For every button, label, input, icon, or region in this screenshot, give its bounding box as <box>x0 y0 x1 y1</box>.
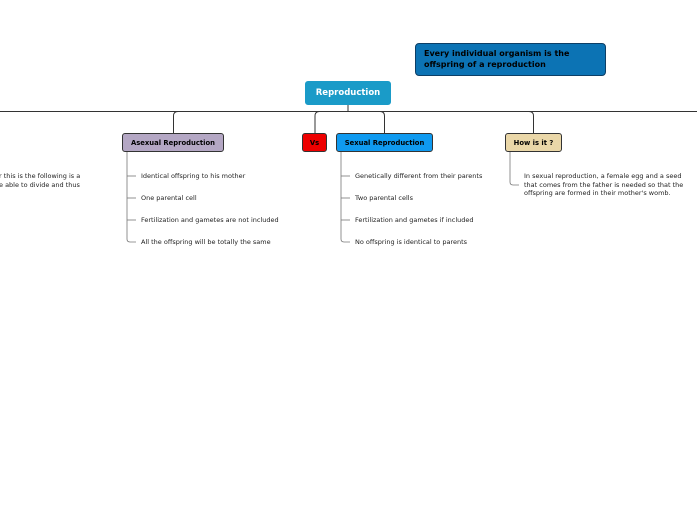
callout-text: Every individual organism is the offspri… <box>424 49 570 69</box>
drop-asexual <box>173 111 179 133</box>
asexual-topic[interactable]: Asexual Reproduction <box>122 133 224 152</box>
drop-sexual <box>379 111 385 133</box>
callout-box[interactable]: Every individual organism is the offspri… <box>415 43 606 76</box>
asexual-item[interactable]: Identical offspring to his mother <box>141 172 246 180</box>
bracket-sexual <box>340 152 350 243</box>
root-topic[interactable]: Reproduction <box>305 81 391 105</box>
vs-topic[interactable]: Vs <box>302 133 327 152</box>
root-label: Reproduction <box>315 88 381 98</box>
cutoff-left-text[interactable]: r this is the following is a e able to d… <box>0 172 80 189</box>
cutoff-line: e able to divide and thus <box>0 180 80 189</box>
how-topic[interactable]: How is it ? <box>505 133 562 152</box>
how-text-line: offspring are formed in their mother's w… <box>524 189 671 197</box>
bracket-how <box>509 152 519 186</box>
drop-how <box>528 111 534 133</box>
cutoff-line: r this is the following is a <box>0 172 81 180</box>
sexual-item[interactable]: Fertilization and gametes if included <box>355 216 474 224</box>
how-text-line: that comes from the father is needed so … <box>524 180 684 189</box>
how-text-line: In sexual reproduction, a female egg and… <box>524 172 682 180</box>
sexual-topic[interactable]: Sexual Reproduction <box>336 133 433 152</box>
bracket-asexual <box>126 152 136 243</box>
sexual-item[interactable]: No offspring is identical to parents <box>355 238 468 246</box>
vs-label: Vs <box>309 138 320 147</box>
asexual-item[interactable]: All the offspring will be totally the sa… <box>141 238 271 246</box>
sexual-item[interactable]: Genetically different from their parents <box>355 172 483 180</box>
asexual-label: Asexual Reproduction <box>131 138 215 147</box>
how-text[interactable]: In sexual reproduction, a female egg and… <box>524 172 683 198</box>
drop-vs <box>314 111 320 133</box>
asexual-item[interactable]: One parental cell <box>141 194 197 202</box>
how-label: How is it ? <box>513 138 554 147</box>
asexual-item[interactable]: Fertilization and gametes are not includ… <box>141 216 279 224</box>
sexual-item[interactable]: Two parental cells <box>355 194 413 202</box>
sexual-label: Sexual Reproduction <box>344 138 425 147</box>
